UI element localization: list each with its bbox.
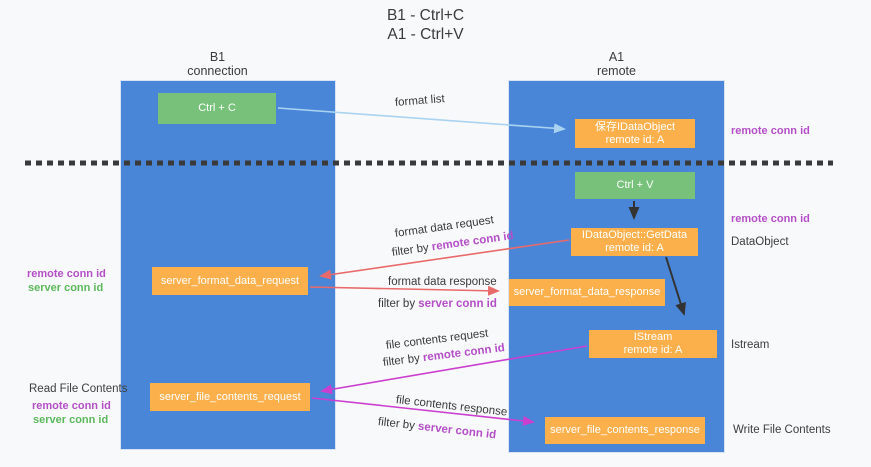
- annotation-read-file-contents: Read File Contents: [29, 383, 128, 395]
- filter-key-remote-conn-id: remote conn id: [431, 229, 515, 254]
- node-istream: IStream remote id: A: [589, 330, 717, 358]
- node-server-format-data-request-label: server_format_data_request: [160, 274, 300, 287]
- filter-by-text: filter by: [391, 241, 433, 259]
- node-server-file-contents-request: server_file_contents_request: [150, 383, 310, 411]
- filter-key-server-conn-id: server conn id: [418, 298, 497, 310]
- lifeline-header-a1: A1 remote: [508, 50, 725, 78]
- node-ctrl-v: Ctrl + V: [575, 172, 695, 199]
- flow-label-format-data-response: format data response: [388, 276, 497, 288]
- node-save-idataobject: 保存IDataObject remote id: A: [575, 119, 695, 148]
- annotation-remote-conn-id-mid: remote conn id: [731, 213, 810, 225]
- annotation-write-file-contents: Write File Contents: [733, 424, 831, 436]
- flow-label-file-contents-response: file contents response: [395, 394, 508, 419]
- annotation-left-server-conn-id-file: server conn id: [33, 414, 109, 426]
- diagram-title-line2: A1 - Ctrl+V: [387, 26, 464, 43]
- filter-by-text: filter by: [378, 298, 419, 310]
- annotation-istream: Istream: [731, 339, 770, 351]
- diagram-title-line1: B1 - Ctrl+C: [386, 7, 465, 24]
- node-ctrl-c: Ctrl + C: [158, 93, 276, 124]
- flow-label-format-list: format list: [394, 93, 446, 109]
- node-istream-line1: IStream: [633, 331, 673, 343]
- node-server-file-contents-response-label: server_file_contents_response: [550, 424, 700, 436]
- flow-label-format-response-filter: filter by server conn id: [378, 298, 497, 310]
- annotation-dataobject: DataObject: [731, 236, 789, 248]
- filter-by-text: filter by: [377, 416, 419, 433]
- flow-label-file-response-filter: filter by server conn id: [377, 416, 496, 441]
- node-idataobject-getdata: IDataObject::GetData remote id: A: [571, 228, 698, 256]
- node-server-file-contents-request-label: server_file_contents_request: [159, 390, 301, 403]
- diagram-title: B1 - Ctrl+C A1 - Ctrl+V: [0, 6, 851, 44]
- node-server-format-data-response: server_format_data_response: [509, 279, 665, 306]
- annotation-remote-conn-id-top: remote conn id: [731, 125, 810, 137]
- node-server-format-data-response-label: server_format_data_response: [513, 286, 661, 298]
- node-istream-line2: remote id: A: [623, 344, 683, 356]
- annotation-left-remote-conn-id-file: remote conn id: [32, 400, 111, 412]
- node-save-idataobject-line2: remote id: A: [605, 133, 665, 146]
- node-server-file-contents-response: server_file_contents_response: [545, 417, 705, 444]
- filter-key-server-conn-id: server conn id: [417, 420, 497, 442]
- node-ctrl-c-label: Ctrl + C: [198, 102, 236, 114]
- lifeline-b1-name: B1: [209, 50, 226, 64]
- node-idataobject-getdata-line2: remote id: A: [605, 242, 664, 254]
- lifeline-b1-role: connection: [187, 64, 248, 78]
- annotation-left-remote-conn-id-format: remote conn id: [27, 268, 106, 280]
- annotation-left-server-conn-id-format: server conn id: [28, 282, 104, 294]
- node-idataobject-getdata-line1: IDataObject::GetData: [581, 229, 688, 241]
- filter-by-text: filter by: [382, 352, 424, 369]
- node-save-idataobject-line1: 保存IDataObject: [594, 120, 676, 133]
- node-ctrl-v-label: Ctrl + V: [616, 179, 654, 191]
- lifeline-header-b1: B1 connection: [125, 50, 310, 78]
- lifeline-a1-name: A1: [608, 50, 625, 64]
- lifeline-a1-role: remote: [597, 64, 636, 78]
- node-server-format-data-request: server_format_data_request: [152, 267, 308, 295]
